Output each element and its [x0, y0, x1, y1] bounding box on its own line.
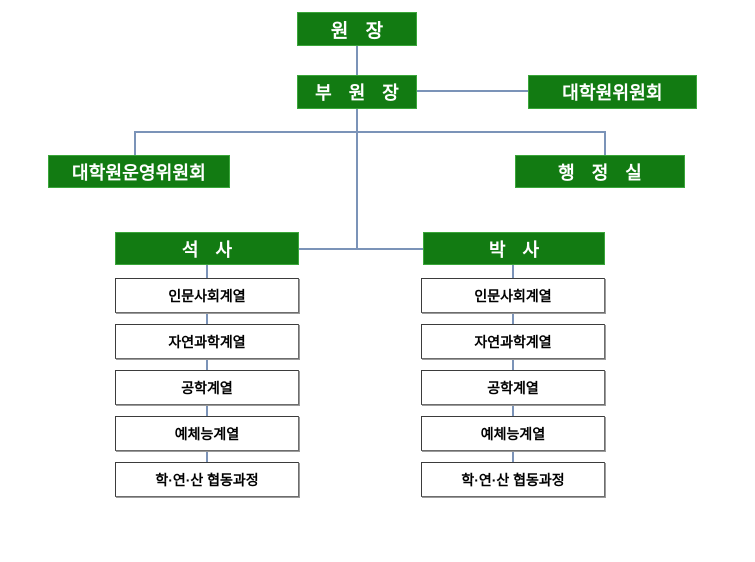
- connector-doctorate-p3-p4: [512, 405, 514, 416]
- connector-masters-to-p1: [206, 264, 208, 278]
- connector-masters-p1-p2: [206, 313, 208, 324]
- connector-masters-p4-p5: [206, 451, 208, 462]
- connector-doctorate-p2-p3: [512, 359, 514, 370]
- connector-bus-to-admin-office: [604, 131, 606, 155]
- connector-committee-bus: [134, 131, 606, 133]
- node-admin-office[interactable]: 행 정 실: [515, 155, 685, 188]
- node-doctorate-program-3[interactable]: 공학계열: [421, 370, 605, 405]
- connector-bus-to-operating-committee: [134, 131, 136, 155]
- node-doctorate-program-4[interactable]: 예체능계열: [421, 416, 605, 451]
- connector-director-to-vice: [356, 45, 358, 76]
- node-doctorate-program-1[interactable]: 인문사회계열: [421, 278, 605, 313]
- node-operating-committee[interactable]: 대학원운영위원회: [48, 155, 230, 188]
- connector-vice-to-graduate-committee: [417, 90, 528, 92]
- connector-degree-bus: [299, 248, 424, 250]
- connector-masters-p3-p4: [206, 405, 208, 416]
- node-doctorate-program-2[interactable]: 자연과학계열: [421, 324, 605, 359]
- connector-vice-trunk: [356, 109, 358, 250]
- node-vice-director[interactable]: 부 원 장: [297, 75, 417, 109]
- node-graduate-committee[interactable]: 대학원위원회: [528, 75, 697, 109]
- connector-doctorate-to-p1: [512, 264, 514, 278]
- connector-doctorate-p1-p2: [512, 313, 514, 324]
- connector-masters-p2-p3: [206, 359, 208, 370]
- node-masters-program-5[interactable]: 학·연·산 협동과정: [115, 462, 299, 497]
- node-doctorate-program-5[interactable]: 학·연·산 협동과정: [421, 462, 605, 497]
- node-doctorate[interactable]: 박 사: [423, 232, 605, 265]
- node-masters-program-1[interactable]: 인문사회계열: [115, 278, 299, 313]
- node-masters-program-2[interactable]: 자연과학계열: [115, 324, 299, 359]
- node-director[interactable]: 원 장: [297, 12, 417, 46]
- connector-doctorate-p4-p5: [512, 451, 514, 462]
- node-masters[interactable]: 석 사: [115, 232, 299, 265]
- node-masters-program-4[interactable]: 예체능계열: [115, 416, 299, 451]
- node-masters-program-3[interactable]: 공학계열: [115, 370, 299, 405]
